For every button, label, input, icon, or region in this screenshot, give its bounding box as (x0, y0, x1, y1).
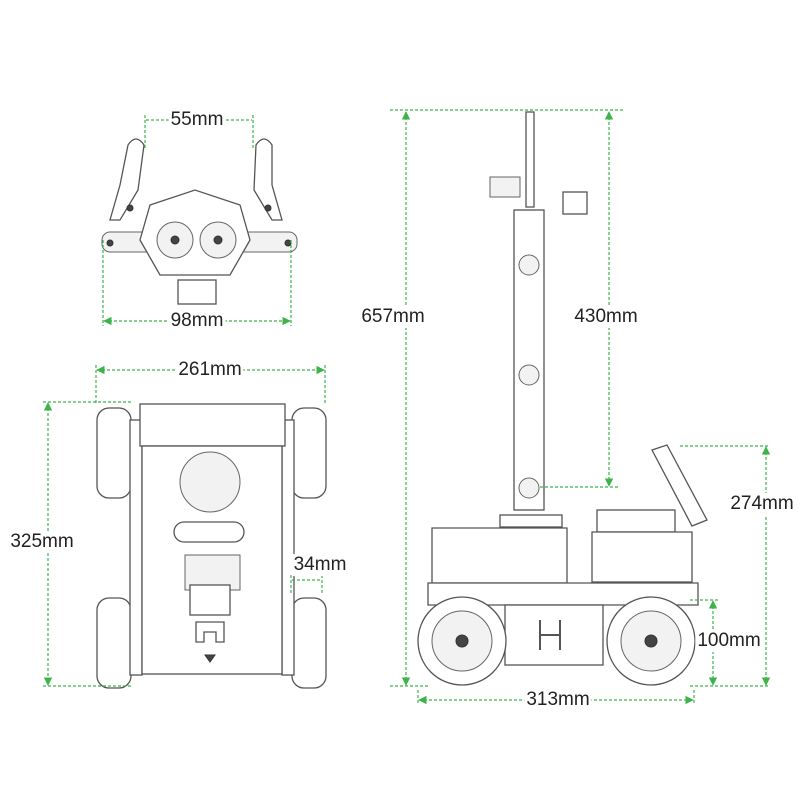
chassis-top-drawing (96, 403, 327, 689)
chassis-width-label: 261mm (176, 359, 244, 381)
gripper-opening-label: 55mm (168, 109, 226, 131)
robot-side-drawing (417, 111, 708, 686)
arm-height-label: 430mm (572, 306, 640, 328)
side-length-label: 313mm (524, 689, 592, 711)
chassis-length-label: 325mm (8, 531, 76, 553)
screen-height-label: 274mm (728, 493, 796, 515)
gripper-width-label: 98mm (168, 310, 226, 332)
gripper-drawing (101, 138, 298, 305)
wheel-width-label: 34mm (291, 554, 349, 576)
wheel-diameter-label: 100mm (695, 630, 763, 652)
total-height-label: 657mm (359, 306, 427, 328)
